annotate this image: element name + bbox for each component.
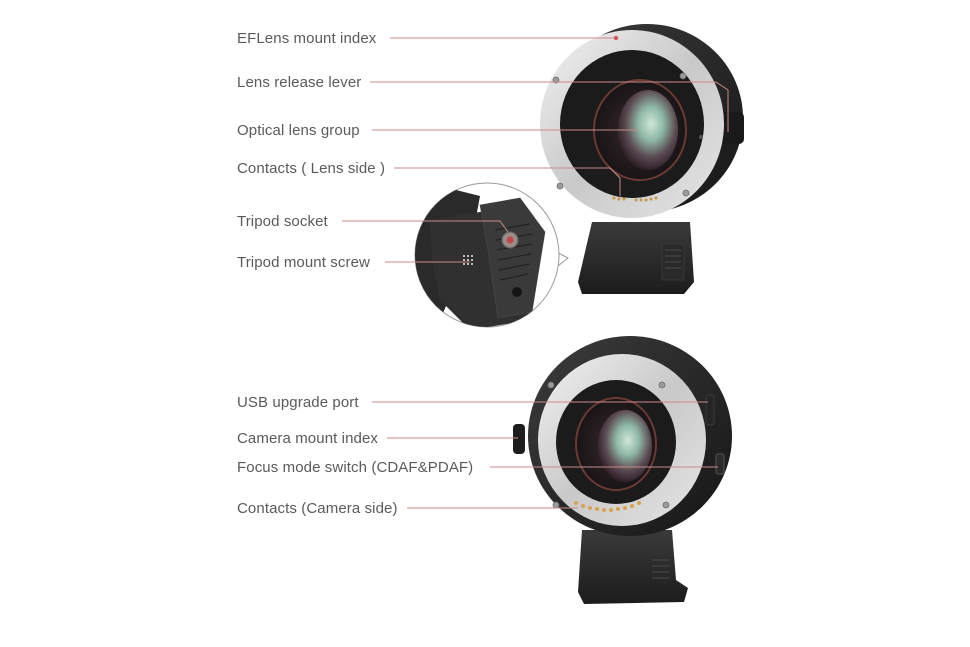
- label-ef-lens-mount-index: EFLens mount index: [237, 30, 377, 47]
- label-camera-mount-index: Camera mount index: [237, 430, 379, 447]
- label-tripod-socket: Tripod socket: [237, 213, 328, 230]
- label-focus-mode-switch: Focus mode switch (CDAF&PDAF): [237, 459, 474, 476]
- bottom-adapter-illustration: [513, 336, 732, 604]
- lens-release-lever: [720, 112, 744, 144]
- camera-side-contacts: [574, 501, 641, 512]
- label-tripod-mount-screw: Tripod mount screw: [237, 254, 370, 271]
- ef-mount-index-dot: [613, 35, 619, 41]
- leader-lens-release-lever: [370, 81, 729, 132]
- camera-side-optical-element: [598, 410, 652, 482]
- bottom-adapter-foot: [578, 530, 688, 604]
- tripod-inset-illustration: [414, 182, 569, 328]
- camera-mount-index-button: [513, 424, 525, 454]
- label-usb-upgrade-port: USB upgrade port: [237, 394, 359, 411]
- label-lens-release-lever: Lens release lever: [237, 74, 362, 91]
- usb-upgrade-port: [705, 394, 715, 426]
- top-adapter-illustration: [540, 24, 744, 294]
- leader-tripod-socket: [342, 220, 509, 233]
- tripod-mount-screw: [463, 255, 473, 265]
- focus-mode-switch: [715, 453, 725, 475]
- optical-lens-group: [618, 90, 678, 170]
- label-optical-lens-group: Optical lens group: [237, 122, 360, 139]
- label-contacts-lens-side: Contacts ( Lens side ): [237, 160, 386, 177]
- lens-side-contacts: [612, 196, 658, 202]
- leader-lens-contacts: [394, 167, 621, 196]
- label-contacts-camera-side: Contacts (Camera side): [237, 500, 398, 517]
- leader-lines: [342, 37, 729, 509]
